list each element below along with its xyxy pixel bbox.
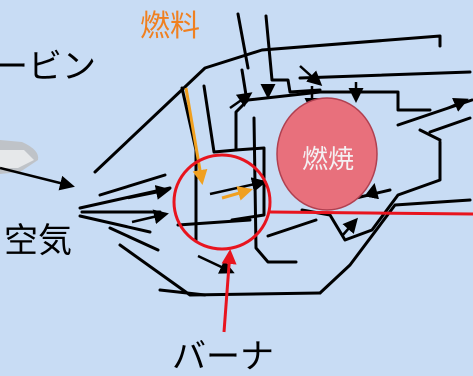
fuel-arrow-down	[184, 87, 208, 185]
air-arrow-in-2	[131, 209, 169, 225]
burner-label: バーナ	[172, 337, 274, 376]
flow-arrow-up-1	[229, 92, 253, 110]
flow-arrow-right-edge	[447, 98, 469, 112]
air-arrow-main	[0, 166, 75, 191]
right-leader-line	[269, 210, 473, 216]
burner-leader-line	[221, 249, 237, 333]
combustion-label: 燃焼	[302, 145, 354, 175]
combustion-zone	[276, 97, 378, 211]
flow-arrow-liner-1	[341, 217, 358, 237]
fuel-arrow-right	[221, 186, 253, 201]
fuel-arrows	[184, 87, 253, 201]
flow-arrow-up-2	[299, 65, 323, 87]
flow-arrow-liner-2	[364, 183, 380, 200]
air-inlet-vanes	[78, 173, 172, 252]
flow-arrows	[0, 65, 469, 274]
combustor-casing	[93, 34, 473, 297]
engine-silhouette	[0, 140, 39, 174]
fuel-label: 燃料	[140, 9, 200, 44]
air-label: 空気	[4, 221, 72, 261]
air-arrow-in-1	[127, 184, 171, 200]
burner-highlight-circle	[172, 153, 272, 251]
leader-lines	[221, 210, 473, 333]
flow-arrow-lower	[197, 254, 235, 274]
turbine-label: ービン	[0, 47, 96, 87]
